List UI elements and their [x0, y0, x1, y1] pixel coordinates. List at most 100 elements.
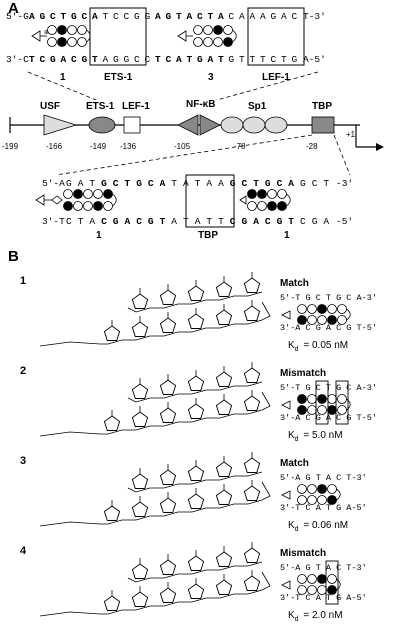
base: C: [229, 11, 235, 22]
bottom-label-tbp: TBP: [198, 230, 218, 241]
pyrrole-ring: [215, 551, 233, 567]
nfkb-element-2: [199, 114, 221, 136]
base: C: [300, 216, 306, 227]
ring-marker: [297, 574, 307, 584]
base: C: [148, 178, 154, 189]
ring-marker: [307, 394, 317, 404]
base: C: [71, 54, 77, 65]
compound-number: 1: [20, 275, 26, 287]
base: T: [250, 54, 256, 65]
base: A: [187, 11, 193, 22]
base: G: [271, 11, 277, 22]
base: G: [101, 178, 107, 189]
pyrrole-ring: [243, 277, 261, 293]
base: T: [92, 54, 98, 65]
base: A: [323, 216, 329, 227]
base: A: [288, 178, 294, 189]
pyrrole-ring: [131, 293, 149, 309]
pyrrole-ring: [159, 497, 177, 513]
ring-marker: [297, 585, 307, 595]
base: T: [195, 178, 201, 189]
pyrrole-ring: [103, 505, 121, 521]
base: C: [134, 54, 140, 65]
ring-marker: [297, 394, 307, 404]
ligand-3-hairpin: [177, 25, 237, 47]
ring-marker: [317, 405, 327, 415]
top-label-1: 1: [60, 72, 66, 83]
ring-marker: [327, 484, 337, 494]
base: C: [66, 216, 72, 227]
base: A: [195, 216, 201, 227]
base: A: [103, 54, 109, 65]
mismatch-box: [325, 560, 339, 605]
schem-top-strand: 5'-T G C T G C A-3': [280, 293, 377, 303]
pyrrole-ring: [159, 407, 177, 423]
hairpin-tail-icon: [281, 580, 291, 590]
base: G: [300, 178, 306, 189]
pyrrole-ring: [131, 411, 149, 427]
base: G: [40, 11, 46, 22]
compound-number: 3: [20, 455, 26, 467]
panel-b-letter: B: [8, 248, 19, 265]
pyrrole-ring: [131, 563, 149, 579]
base: T: [206, 216, 212, 227]
base: A: [89, 216, 95, 227]
pos-149: -149: [90, 142, 107, 151]
ring-marker: [327, 574, 337, 584]
pyrrole-ring: [215, 579, 233, 595]
pyrrole-ring: [159, 587, 177, 603]
base: G: [265, 178, 271, 189]
ring-marker: [337, 405, 347, 415]
base: G: [148, 216, 154, 227]
tbp-box: [185, 174, 235, 228]
base: C: [312, 178, 318, 189]
ring-marker: [307, 484, 317, 494]
ligand-1-left-hairpin: [35, 189, 117, 211]
pyrrole-ring: [159, 469, 177, 485]
ring-marker: [307, 304, 317, 314]
base: C: [145, 54, 151, 65]
pyrrole-ring: [187, 375, 205, 391]
ring-marker: [337, 315, 347, 325]
ring-marker: [327, 304, 337, 314]
base: C: [40, 54, 46, 65]
mismatch-box: [315, 380, 329, 425]
pyrrole-ring: [187, 285, 205, 301]
pyrrole-ring: [243, 457, 261, 473]
pyrrole-ring: [215, 399, 233, 415]
match-label: Mismatch: [280, 368, 326, 379]
nfkb-label: NF-κB: [186, 99, 215, 110]
ring-marker: [317, 315, 327, 325]
base: G: [113, 216, 119, 227]
pyrrole-ring: [243, 547, 261, 563]
ring-marker: [307, 574, 317, 584]
base: T: [103, 11, 109, 22]
promoter-map: USF ETS-1 LEF-1 NF-κB Sp1 TBP -199 -166 …: [2, 99, 384, 175]
bottom-strand2-3prime: 3'-T: [42, 216, 65, 227]
ring-marker: [327, 394, 337, 404]
base: A: [250, 11, 256, 22]
base: T: [208, 11, 214, 22]
base: G: [124, 54, 130, 65]
pyrrole-ring: [159, 289, 177, 305]
ring-marker: [297, 405, 307, 415]
base: C: [113, 178, 119, 189]
pyrrole-ring: [159, 559, 177, 575]
ring-marker: [337, 304, 347, 314]
base: A: [218, 11, 224, 22]
hairpin-tail-icon: [281, 400, 291, 410]
base: C: [136, 216, 142, 227]
base: T: [239, 54, 245, 65]
svg-text:⊕: ⊕: [44, 30, 49, 36]
base: A: [78, 178, 84, 189]
pyrrole-ring: [103, 595, 121, 611]
schem-top-strand: 5'-A G T A C T-3': [280, 473, 367, 483]
base: G: [242, 216, 248, 227]
tbp-label: TBP: [312, 101, 332, 112]
base: A: [253, 216, 259, 227]
pyrrole-ring: [187, 465, 205, 481]
pyrrole-ring: [215, 461, 233, 477]
polyamide-4: 4: [20, 542, 271, 617]
